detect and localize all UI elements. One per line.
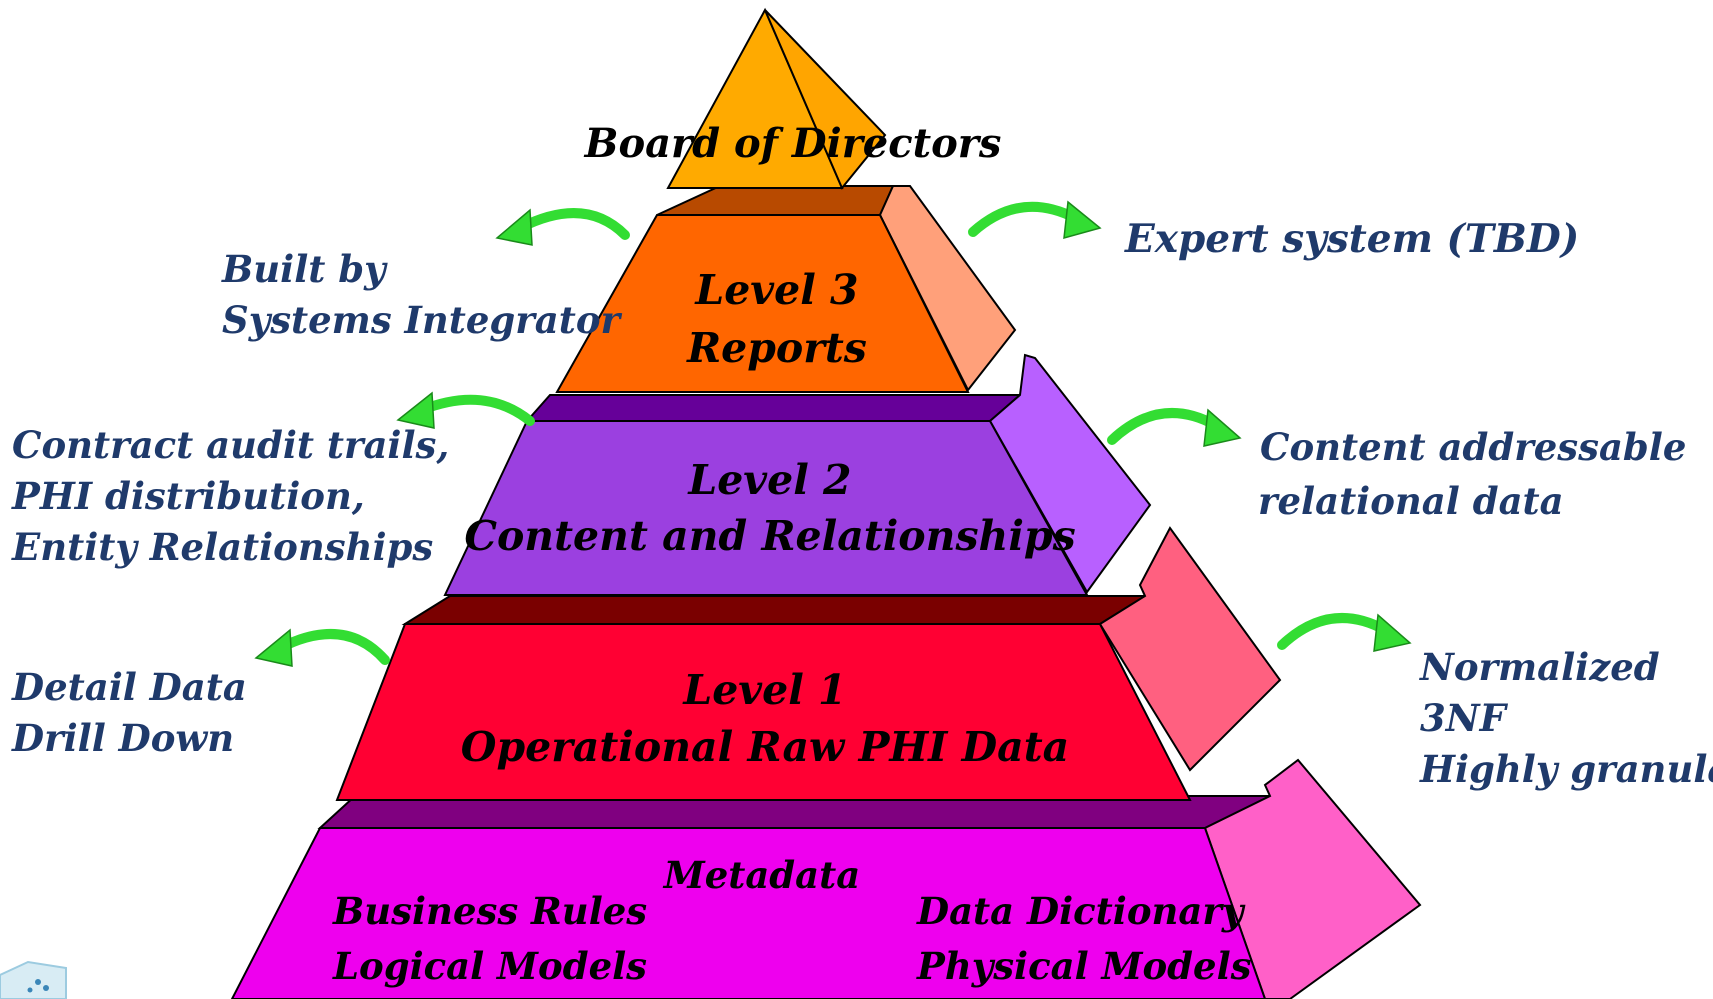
- left-note-detail-data: Detail Data Drill Down: [11, 665, 247, 760]
- tier-base-left-line2: Logical Models: [332, 944, 647, 988]
- tier-level3: [555, 185, 1017, 393]
- corner-logo-icon: [0, 960, 67, 999]
- tier-level2-title: Level 2: [687, 456, 851, 504]
- left-note-built-by: Built by Systems Integrator: [221, 247, 622, 342]
- arrow-left-3-icon: [254, 628, 390, 667]
- tier-base-title: Metadata: [662, 853, 860, 897]
- tier-base-left-line1: Business Rules: [332, 889, 647, 933]
- note-line: Drill Down: [11, 716, 234, 760]
- tier-level2: [443, 353, 1152, 596]
- tier-level1-side: [1098, 526, 1282, 772]
- tier-level1-front: [335, 623, 1192, 801]
- tier-base-side: [1203, 758, 1422, 999]
- curved-arrows: [254, 200, 1412, 667]
- note-line: Built by: [221, 247, 388, 291]
- arrow-left-1-icon: [495, 208, 630, 246]
- tier-level1: [335, 526, 1282, 801]
- note-line: Detail Data: [11, 665, 247, 709]
- arrow-left-2-icon: [396, 391, 535, 429]
- note-line: Normalized: [1419, 645, 1660, 689]
- note-line: 3NF: [1420, 696, 1509, 740]
- tier-base-right-line1: Data Dictionary: [916, 889, 1246, 933]
- tier-level2-side: [988, 353, 1152, 594]
- tier-level3-title: Level 3: [694, 266, 858, 314]
- note-line: Entity Relationships: [11, 525, 433, 569]
- tier-base-right-line2: Physical Models: [916, 944, 1252, 988]
- arrow-right-1-icon: [968, 200, 1102, 240]
- note-line: PHI distribution,: [11, 474, 365, 518]
- tier-level3-top: [656, 185, 895, 216]
- tier-level2-front: [443, 420, 1089, 596]
- left-note-contract-audit: Contract audit trails, PHI distribution,…: [11, 423, 449, 569]
- apex-label: Board of Directors: [584, 120, 1002, 167]
- arrow-right-2-icon: [1107, 408, 1242, 447]
- note-line: Systems Integrator: [222, 298, 622, 342]
- note-line: Contract audit trails,: [12, 423, 449, 467]
- tier-level2-subtitle: Content and Relationships: [464, 512, 1075, 560]
- right-note-content-addressable: Content addressable relational data: [1258, 425, 1686, 523]
- tier-level1-top: [401, 595, 1149, 625]
- right-note-normalized: Normalized 3NF Highly granular: [1419, 645, 1713, 791]
- tier-level2-top: [524, 394, 1023, 422]
- note-line: Content addressable: [1260, 425, 1686, 469]
- tier-level3-subtitle: Reports: [686, 324, 867, 372]
- tier-level1-subtitle: Operational Raw PHI Data: [461, 723, 1070, 771]
- note-line: relational data: [1258, 479, 1564, 523]
- right-note-expert-system: Expert system (TBD): [1124, 216, 1579, 262]
- arrow-right-3-icon: [1277, 613, 1412, 652]
- tier-level1-title: Level 1: [682, 666, 846, 714]
- note-line: Highly granular: [1419, 747, 1713, 791]
- note-line: Expert system (TBD): [1124, 216, 1579, 262]
- tier-base: [230, 758, 1422, 999]
- tier-level3-front: [555, 214, 970, 393]
- apex-pyramid: [666, 7, 887, 190]
- apex-right-face: [764, 9, 887, 190]
- tier-base-front: [230, 827, 1267, 999]
